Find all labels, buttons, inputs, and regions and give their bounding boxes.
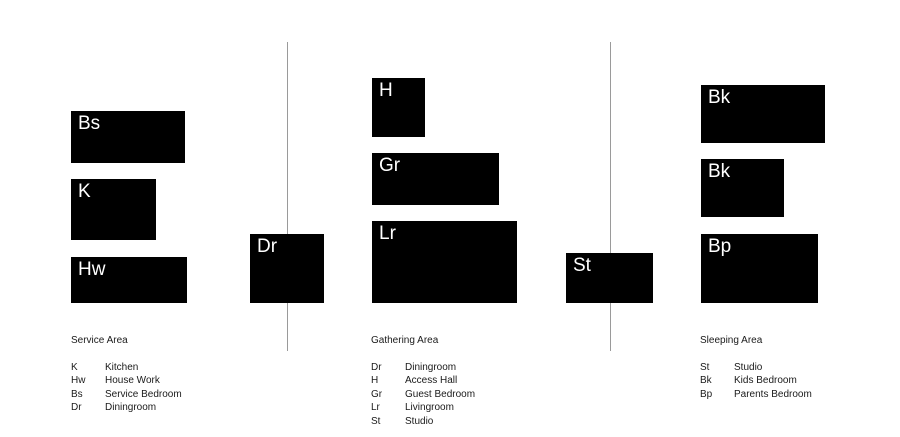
legend-label: Kids Bedroom — [734, 375, 797, 387]
legend-label: House Work — [105, 375, 160, 387]
legend-code: Bp — [700, 388, 713, 400]
legend-row: Bk Kids Bedroom — [700, 374, 812, 388]
legend-row: K Kitchen — [71, 361, 182, 375]
block-lr: Lr — [372, 221, 517, 303]
divider-right — [610, 42, 611, 351]
legend-label: Diningroom — [405, 361, 457, 373]
legend-title: Service Area — [71, 335, 128, 346]
legend-label: Kitchen — [105, 361, 139, 373]
legend-label: Parents Bedroom — [734, 388, 812, 400]
block-bp: Bp — [701, 234, 818, 303]
block-hw: Hw — [71, 257, 187, 303]
legend-row: St Studio — [700, 361, 812, 375]
legend-code: K — [71, 361, 78, 373]
legend-row: H Access Hall — [371, 374, 475, 388]
legend-code: St — [371, 415, 381, 427]
legend-label: Access Hall — [405, 375, 458, 387]
legend-label: Studio — [405, 415, 434, 427]
block-st: St — [566, 253, 653, 303]
legend-row: Bs Service Bedroom — [71, 388, 182, 402]
legend-row: Hw House Work — [71, 374, 182, 388]
legend-sleeping: Sleeping Area St Studio Bk Kids Bedroom Bp… — [700, 334, 812, 401]
divider-left — [287, 42, 288, 351]
legend-label: Studio — [734, 361, 763, 373]
legend-row: Dr Diningroom — [71, 401, 182, 415]
legend-label: Livingroom — [405, 402, 454, 414]
block-bk-2: Bk — [701, 159, 784, 217]
legend-service: Service Area K Kitchen Hw House Work Bs Ser… — [71, 334, 182, 415]
legend-row: Lr Livingroom — [371, 401, 475, 415]
block-bs: Bs — [71, 111, 185, 163]
legend-title: Gathering Area — [371, 335, 439, 346]
legend-row: Gr Guest Bedroom — [371, 388, 475, 402]
legend-code: Bk — [700, 375, 712, 387]
legend-code: Gr — [371, 388, 383, 400]
legend-label: Diningroom — [105, 402, 157, 414]
legend-code: Bs — [71, 388, 83, 400]
legend-code: H — [371, 375, 379, 387]
block-bk-1: Bk — [701, 85, 825, 143]
legend-label: Service Bedroom — [105, 388, 182, 400]
legend-gathering: Gathering Area Dr Diningroom H Access Hall… — [371, 334, 475, 429]
block-gr: Gr — [372, 153, 499, 205]
legend-label: Guest Bedroom — [405, 388, 476, 400]
legend-code: Dr — [71, 402, 82, 414]
legend-row: Bp Parents Bedroom — [700, 388, 812, 402]
block-dr: Dr — [250, 234, 324, 303]
legend-row: St Studio — [371, 415, 475, 429]
legend-code: Dr — [371, 361, 382, 373]
block-k: K — [71, 179, 156, 240]
legend-code: St — [700, 361, 710, 373]
legend-row: Dr Diningroom — [371, 361, 475, 375]
legend-code: Hw — [71, 375, 86, 387]
legend-code: Lr — [371, 402, 380, 414]
legend-title: Sleeping Area — [700, 335, 763, 346]
block-h: H — [372, 78, 425, 137]
